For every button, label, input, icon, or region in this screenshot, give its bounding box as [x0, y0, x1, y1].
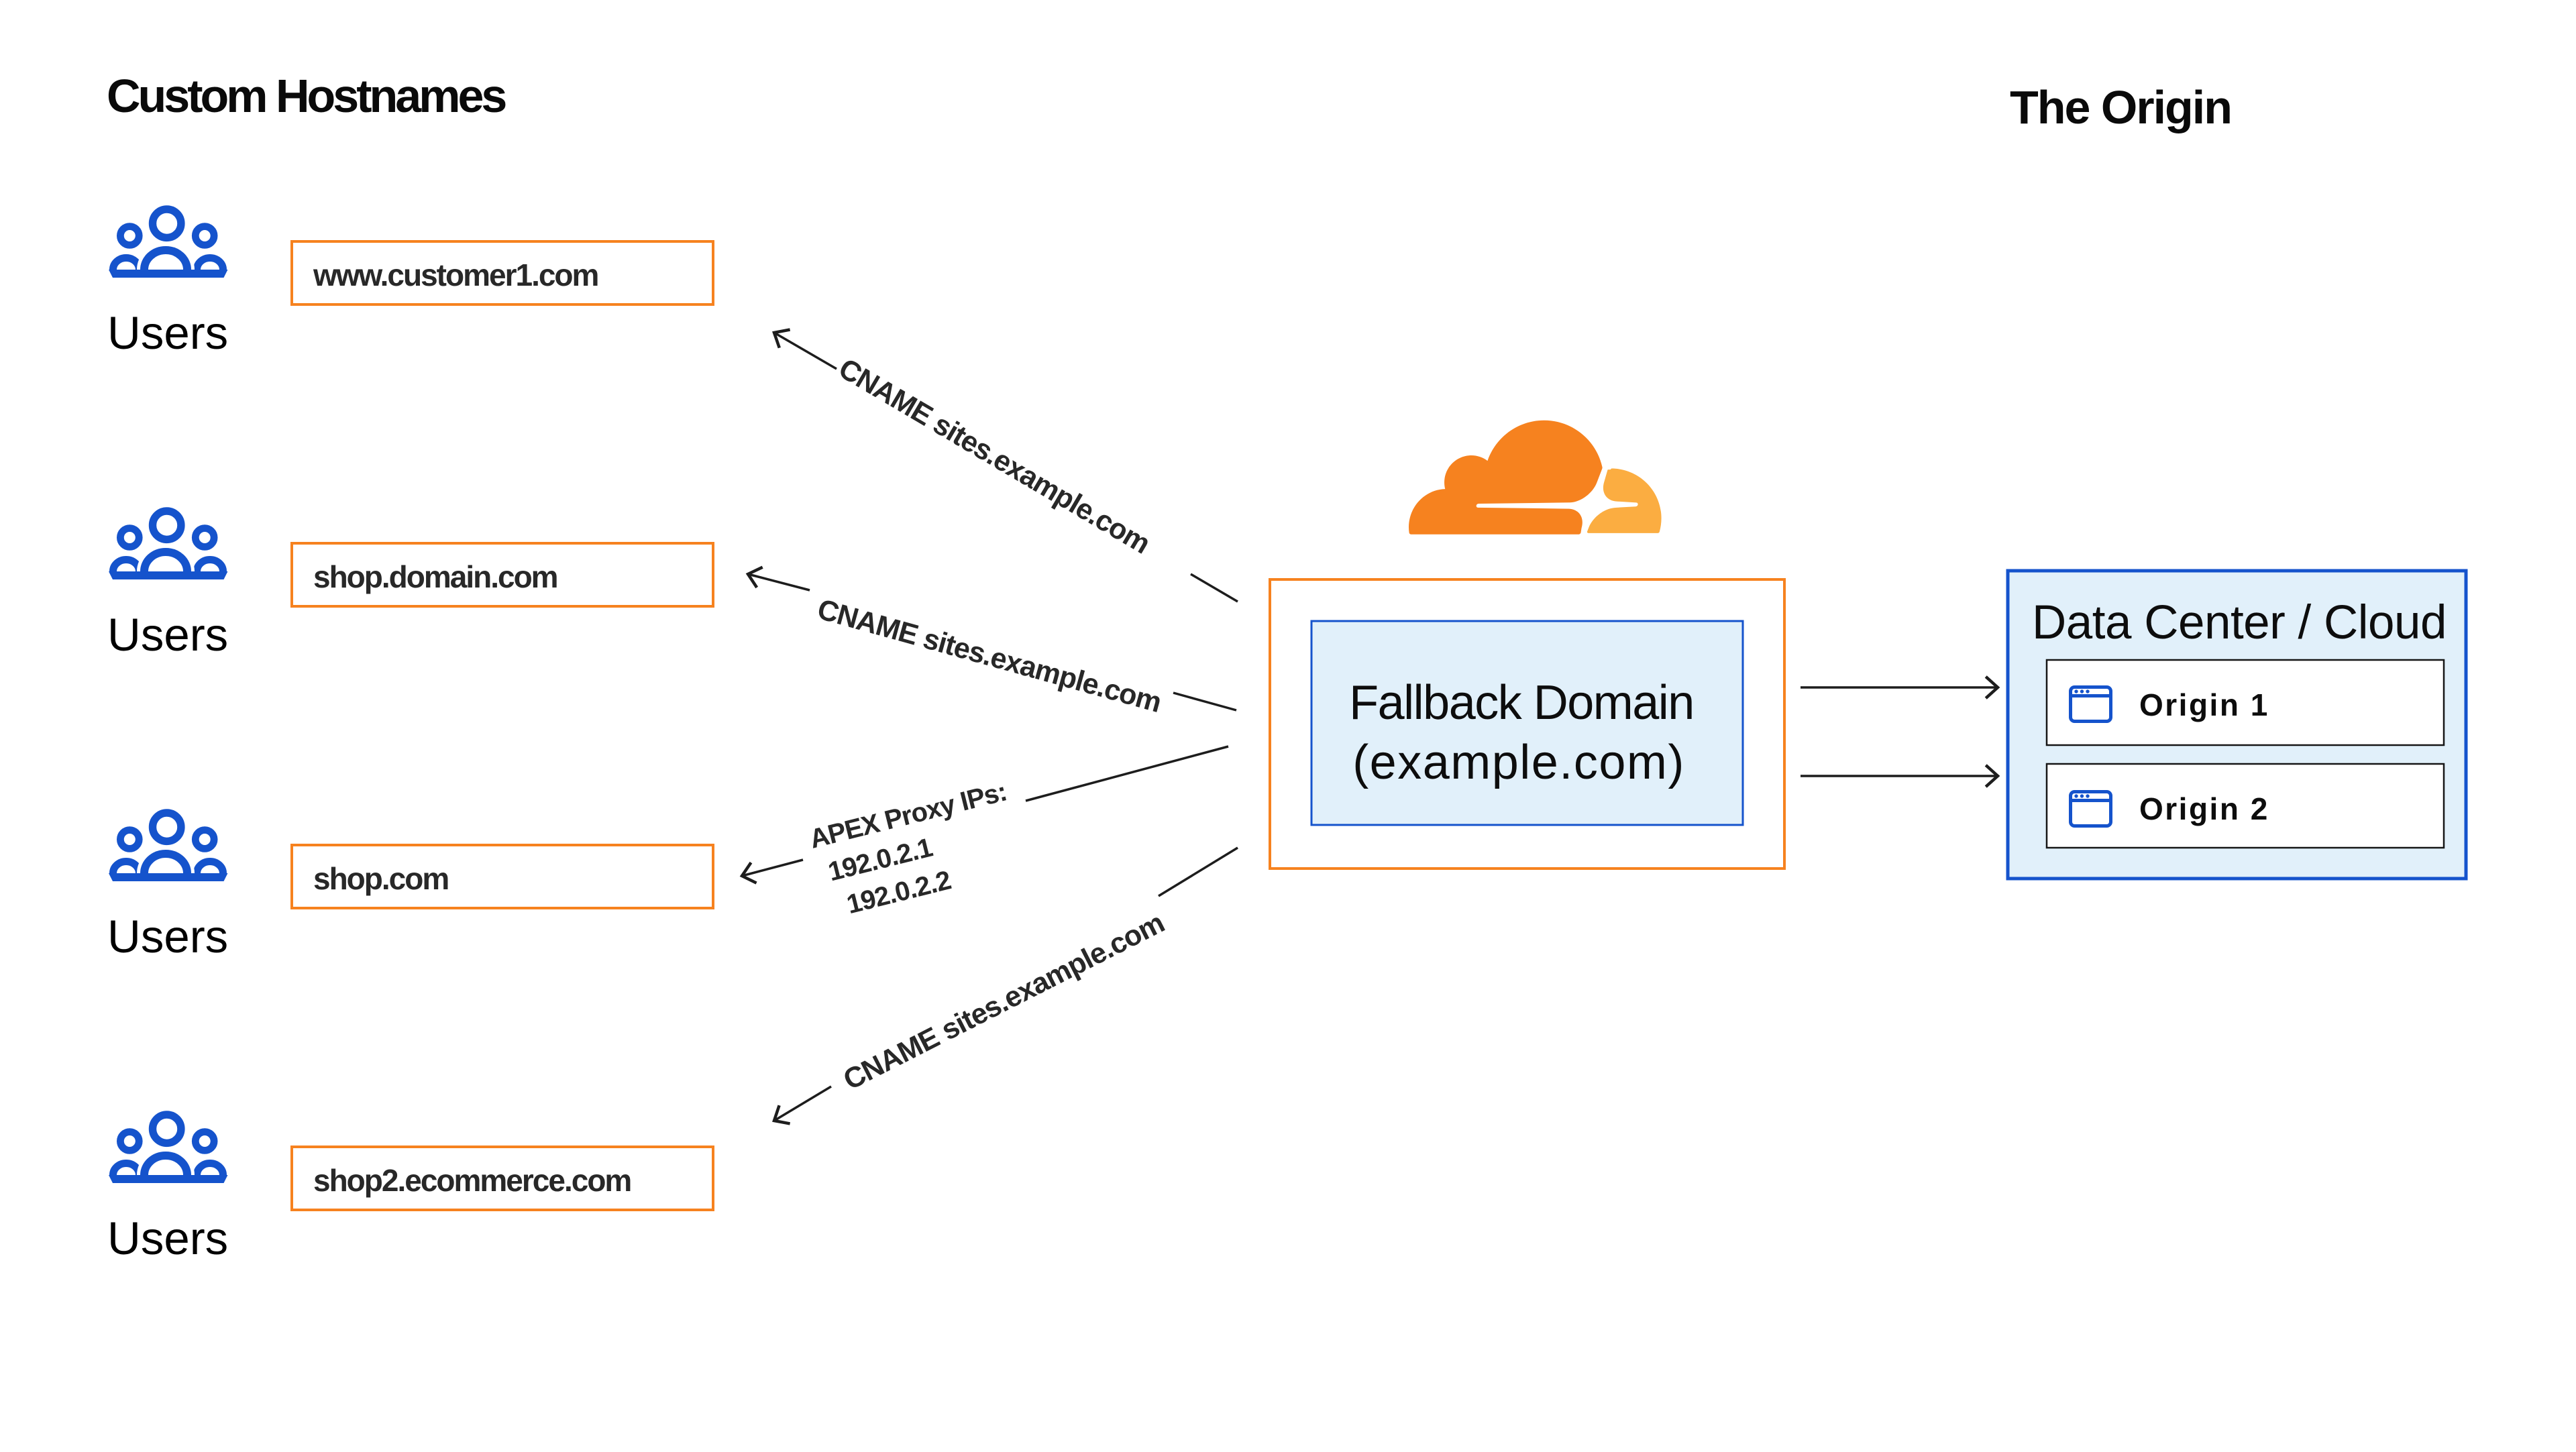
- svg-text:CNAME sites.example.com: CNAME sites.example.com: [833, 352, 1155, 560]
- svg-text:Users: Users: [107, 307, 228, 359]
- svg-text:Origin 1: Origin 1: [2139, 687, 2269, 722]
- svg-text:Fallback Domain: Fallback Domain: [1349, 676, 1694, 730]
- svg-text:shop.com: shop.com: [313, 861, 448, 896]
- svg-text:CNAME sites.example.com: CNAME sites.example.com: [839, 907, 1169, 1097]
- svg-text:www.customer1.com: www.customer1.com: [313, 258, 598, 292]
- svg-text:Data Center / Cloud: Data Center / Cloud: [2032, 596, 2447, 649]
- svg-text:Custom Hostnames: Custom Hostnames: [107, 70, 506, 122]
- svg-text:Origin 2: Origin 2: [2139, 791, 2269, 826]
- svg-text:CNAME sites.example.com: CNAME sites.example.com: [814, 593, 1165, 719]
- svg-text:Users: Users: [107, 1213, 228, 1264]
- svg-text:Users: Users: [107, 609, 228, 661]
- svg-text:(example.com): (example.com): [1352, 736, 1685, 789]
- svg-text:The Origin: The Origin: [2010, 81, 2231, 133]
- svg-text:Users: Users: [107, 911, 228, 962]
- svg-text:shop2.ecommerce.com: shop2.ecommerce.com: [313, 1163, 631, 1198]
- svg-text:shop.domain.com: shop.domain.com: [313, 559, 557, 594]
